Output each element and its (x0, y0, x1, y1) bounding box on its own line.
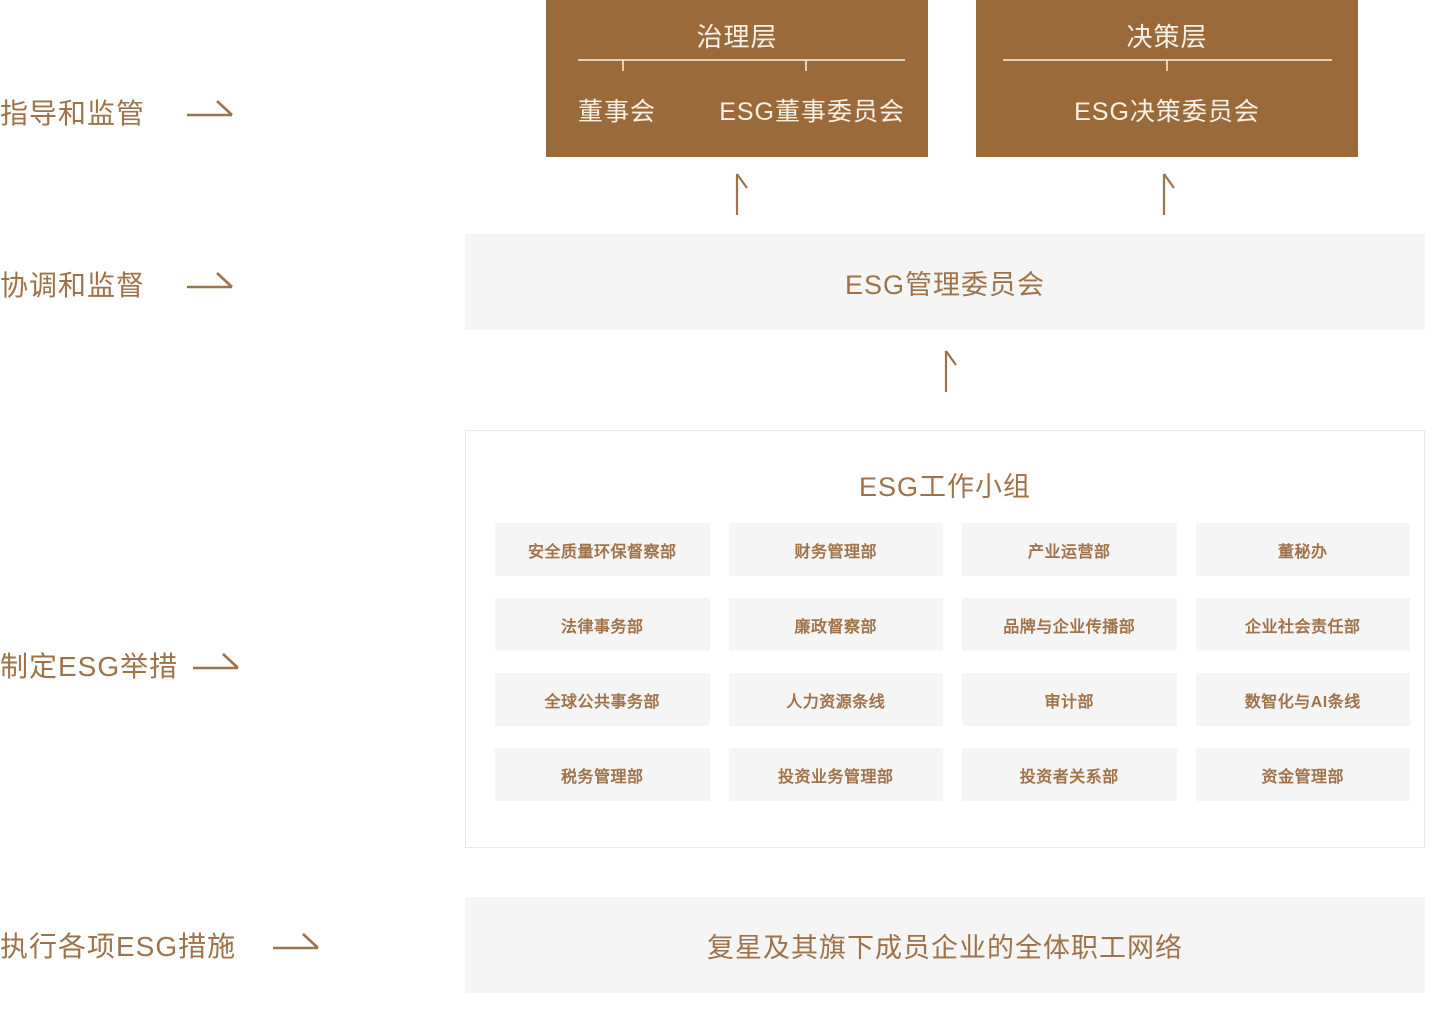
department-cell: 安全质量环保督察部 (495, 523, 710, 576)
stage-label-execute: 执行各项ESG措施 (0, 931, 237, 962)
department-cell: 数智化与AI条线 (1195, 673, 1410, 726)
up-arrow-icon (944, 350, 957, 392)
stage-row-coordination: 协调和监督 (0, 264, 360, 302)
stage-label-coordination: 协调和监督 (0, 270, 146, 301)
department-cell: 投资业务管理部 (728, 748, 943, 801)
department-cell: 法律事务部 (495, 598, 710, 651)
esg-board-committee-label: ESG董事委员会 (719, 98, 905, 126)
department-cell: 人力资源条线 (728, 673, 943, 726)
department-cell: 品牌与企业传播部 (962, 598, 1177, 651)
department-grid: 安全质量环保督察部 财务管理部 产业运营部 董秘办 法律事务部 廉政督察部 品牌… (495, 523, 1410, 801)
department-cell: 资金管理部 (1195, 748, 1410, 801)
staff-network-bar: 复星及其旗下成员企业的全体职工网络 (465, 897, 1425, 993)
stage-row-formulate: 制定ESG举措 (0, 645, 360, 683)
stage-label-formulate: 制定ESG举措 (0, 651, 179, 682)
esg-working-group-box: ESG工作小组 安全质量环保督察部 财务管理部 产业运营部 董秘办 法律事务部 … (465, 430, 1425, 848)
right-arrow-icon (273, 933, 319, 950)
governance-layer-title: 治理层 (696, 22, 778, 52)
staff-network-label: 复星及其旗下成员企业的全体职工网络 (707, 932, 1183, 963)
stage-label-guidance: 指导和监管 (0, 98, 146, 129)
governance-layer-box: 治理层 董事会 ESG董事委员会 (546, 0, 928, 157)
department-cell: 企业社会责任部 (1195, 598, 1410, 651)
department-cell: 投资者关系部 (962, 748, 1177, 801)
department-cell: 董秘办 (1195, 523, 1410, 576)
esg-working-group-title: ESG工作小组 (858, 472, 1032, 502)
up-arrow-icon (1162, 173, 1175, 215)
stage-row-execute: 执行各项ESG措施 (0, 925, 360, 963)
board-of-directors-label: 董事会 (578, 98, 657, 126)
department-cell: 审计部 (962, 673, 1177, 726)
stage-row-guidance: 指导和监管 (0, 92, 360, 130)
up-arrow-icon (735, 173, 748, 215)
department-cell: 廉政督察部 (728, 598, 943, 651)
department-cell: 产业运营部 (962, 523, 1177, 576)
branch-line (1003, 59, 1332, 71)
branch-line (578, 59, 905, 71)
right-arrow-icon (187, 272, 233, 289)
department-cell: 税务管理部 (495, 748, 710, 801)
right-arrow-icon (193, 653, 239, 670)
department-cell: 全球公共事务部 (495, 673, 710, 726)
right-arrow-icon (187, 100, 233, 117)
esg-decision-committee-label: ESG决策委员会 (1074, 98, 1260, 126)
decision-layer-box: 决策层 ESG决策委员会 (976, 0, 1358, 157)
decision-layer-title: 决策层 (1126, 22, 1208, 52)
esg-management-committee-bar: ESG管理委员会 (465, 234, 1425, 330)
esg-management-committee-label: ESG管理委员会 (844, 269, 1046, 300)
department-cell: 财务管理部 (728, 523, 943, 576)
